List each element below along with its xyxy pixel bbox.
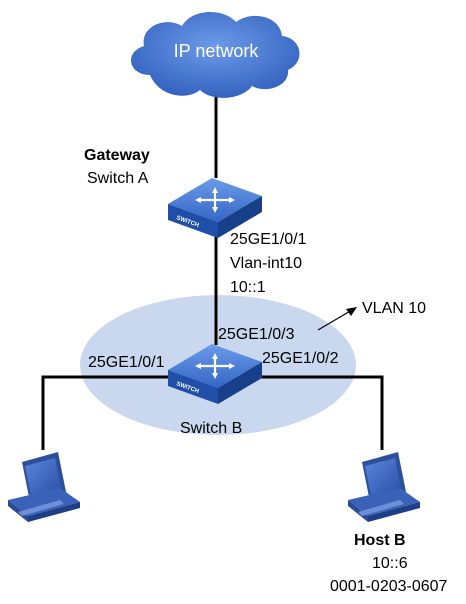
vlan-pointer-line [317, 309, 353, 331]
switch-a-name-label: Switch A [87, 170, 149, 187]
host-a-pc-icon [8, 452, 80, 522]
switch-b-right-port-label: 25GE1/0/2 [262, 350, 339, 367]
switch-a-port-label: 25GE1/0/1 [230, 231, 307, 248]
vlan-label: VLAN 10 [362, 300, 426, 317]
link-switch-b-to-host-a [41, 375, 175, 450]
host-b-name-label: Host B [354, 532, 406, 549]
switch-b-name-label: Switch B [180, 420, 242, 437]
switch-b-uplink-port-label: 25GE1/0/3 [218, 326, 295, 343]
switch-b-left-port-label: 25GE1/0/1 [88, 354, 165, 371]
switch-b-icon: SWITCH [168, 344, 262, 404]
host-b-pc-icon [348, 452, 420, 522]
switch-a-ip-label: 10::1 [230, 279, 266, 296]
switch-a-icon: SWITCH [168, 178, 262, 238]
host-b-mac-label: 0001-0203-0607 [330, 578, 448, 595]
vlan-pointer-arrowhead [346, 307, 357, 316]
cloud-label: IP network [174, 41, 260, 61]
switch-a-role-label: Gateway [84, 147, 150, 164]
switch-a-vlan-interface-label: Vlan-int10 [230, 255, 302, 272]
host-b-ip-label: 10::6 [372, 555, 408, 572]
link-switch-b-to-host-b [258, 375, 384, 450]
ip-network-cloud: IP network [131, 11, 300, 98]
